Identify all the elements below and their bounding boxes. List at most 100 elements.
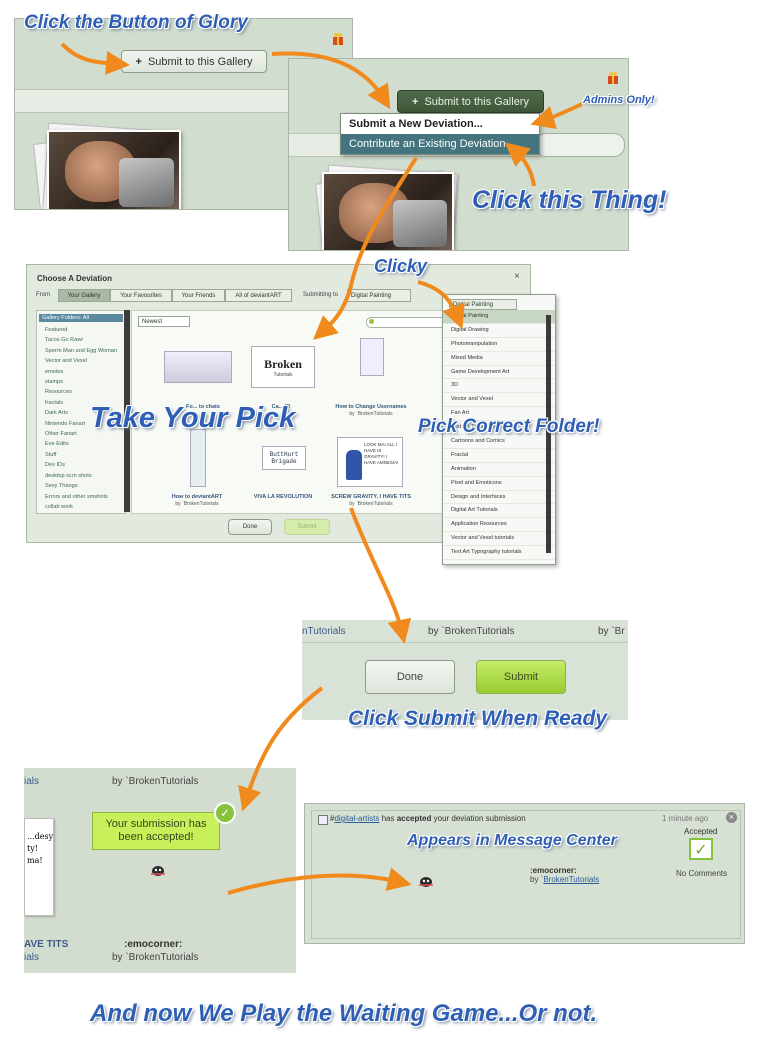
folder-item[interactable]: Eve Edits <box>45 441 69 448</box>
folder-option[interactable]: Cartoons and Comics <box>443 435 555 449</box>
close-icon[interactable]: × <box>514 271 520 282</box>
folder-option[interactable]: Text Art Typography tutorials <box>443 546 555 561</box>
folder-option[interactable]: Digital Painting <box>443 310 555 324</box>
dropdown-scrollbar[interactable] <box>546 315 551 553</box>
gift-icon[interactable] <box>332 32 344 46</box>
deviation-thumbnail-photo[interactable] <box>47 130 181 209</box>
thumb-how-to-deviantart[interactable] <box>190 429 206 487</box>
plus-icon: + <box>135 55 142 68</box>
caption-click-this-thing: Click this Thing! <box>472 186 667 214</box>
item-title[interactable]: Ca... ID <box>271 404 291 410</box>
folder-option[interactable]: Fan Art <box>443 407 555 422</box>
folder-item[interactable]: Sexy Thangs <box>45 483 78 490</box>
folder-item[interactable]: Other Fanart <box>45 431 77 438</box>
folder-item[interactable]: Nintendo Fanart <box>45 420 86 427</box>
group-link[interactable]: digital-artists <box>334 814 380 823</box>
dialog-scrollbar[interactable] <box>124 310 130 512</box>
item-title[interactable]: How to deviantART <box>171 494 223 500</box>
folder-option[interactable]: Pixel and Emoticons <box>443 477 555 491</box>
folder-item[interactable]: Tacos Go Rawr <box>45 337 84 344</box>
item-by[interactable]: by `BrokenTutorials <box>175 501 219 507</box>
user-link[interactable]: BrokenTutorials <box>543 875 600 884</box>
folder-option[interactable]: Vector and Vexel tutorials <box>443 532 555 547</box>
tab-your-gallery[interactable]: Your Gallery <box>58 289 110 302</box>
bug-icon <box>148 862 168 878</box>
thumb-broken-tutorials[interactable]: Broken Tutorials <box>251 346 315 388</box>
done-button[interactable]: Done <box>365 660 455 694</box>
gravity-text: LOOK MA! ALL I HAVE IS GRAVITY! I HAVE A… <box>364 442 399 465</box>
accepted-panel: ials by `BrokenTutorials ...desy ty! ma!… <box>24 768 296 973</box>
folder-option[interactable]: Digital Drawing <box>443 324 555 338</box>
from-label: From <box>36 292 50 298</box>
item-title[interactable]: Fo... to chats <box>186 404 220 410</box>
thumb-screenshot[interactable] <box>164 351 232 383</box>
deviation-grid: Newest Broken Tutorials How to Change Us… <box>131 310 463 514</box>
folder-option[interactable]: Fractal <box>443 449 555 463</box>
folder-item[interactable]: fractals <box>45 399 64 406</box>
by-partial-left: nTutorials <box>302 626 346 637</box>
folder-item[interactable]: collab work <box>45 503 73 510</box>
folder-option[interactable]: Application Resources <box>443 518 555 533</box>
folder-item[interactable]: Resources <box>45 389 72 396</box>
folder-item[interactable]: Dark Arts <box>45 410 69 417</box>
item-title[interactable]: SCREW GRAVITY, I HAVE TITS <box>331 494 411 500</box>
done-button[interactable]: Done <box>228 519 272 535</box>
item-title[interactable]: How to Change Usernames <box>335 404 407 410</box>
deviation-thumbnail-photo[interactable] <box>322 172 454 250</box>
menu-item-contribute-existing[interactable]: Contribute an Existing Deviation... <box>341 134 539 154</box>
deviation-by[interactable]: by `BrokenTutorials <box>112 952 199 963</box>
accepted-label: Accepted <box>684 827 718 836</box>
submitting-to-select[interactable]: Digital Painting <box>347 289 411 302</box>
close-icon[interactable]: × <box>726 812 737 823</box>
folder-item[interactable]: Dev IDs <box>45 462 65 469</box>
folder-option[interactable]: Animation <box>443 463 555 477</box>
check-icon: ✓ <box>214 802 236 824</box>
thumb-screw-gravity[interactable]: LOOK MA! ALL I HAVE IS GRAVITY! I HAVE A… <box>337 437 403 487</box>
folder-option[interactable]: Game Development Art <box>443 366 555 380</box>
folder-item[interactable]: emotes <box>45 368 64 375</box>
bug-icon <box>416 873 436 889</box>
deviation-title[interactable]: :emocorner: <box>530 866 577 875</box>
submit-to-gallery-button-active[interactable]: + Submit to this Gallery <box>397 90 544 113</box>
folder-item[interactable]: Stuff <box>45 451 57 458</box>
thumb-butthurt[interactable]: ButtHurt Brigade <box>262 446 306 470</box>
submit-to-gallery-button[interactable]: + Submit to this Gallery <box>121 50 267 73</box>
gift-icon[interactable] <box>607 71 619 85</box>
folder-item[interactable]: Featured <box>45 327 68 333</box>
item-title[interactable]: VIVA LA REVOLUTION <box>253 494 313 500</box>
item-by[interactable]: by `BrokenTutorials <box>349 501 393 507</box>
folder-item[interactable]: Sperm Man and Egg Woman <box>45 347 118 354</box>
folder-dropdown-select[interactable]: Digital Painting <box>449 299 517 310</box>
folder-item[interactable]: stamps <box>45 379 64 386</box>
folders-header[interactable]: Gallery Folders: All <box>39 314 123 322</box>
folder-option[interactable]: Photomanipulation <box>443 338 555 352</box>
submit-button-disabled[interactable]: Submit <box>284 519 330 535</box>
caption-click-submit: Click Submit When Ready <box>348 707 608 730</box>
tab-all-deviantart[interactable]: All of deviantART <box>225 289 292 302</box>
tab-your-favourites[interactable]: Your Favourites <box>110 289 172 302</box>
notice-rest: your deviation submission <box>431 814 526 823</box>
submitting-to-label: Submitting to <box>303 292 339 298</box>
accepted-toast: Your submission has been accepted! <box>92 812 220 850</box>
sort-select[interactable]: Newest <box>138 316 190 327</box>
folder-option[interactable]: Digital Art Tutorials <box>443 504 555 519</box>
folder-option[interactable]: Text Art Typography <box>443 421 555 436</box>
folder-option[interactable]: Mixed Media <box>443 352 555 366</box>
tab-your-friends[interactable]: Your Friends <box>172 289 225 302</box>
notice-has: has <box>379 814 397 823</box>
caption-waiting-game: And now We Play the Waiting Game...Or no… <box>90 1000 598 1027</box>
notice-time: 1 minute ago <box>662 814 709 823</box>
partial-thumbnail: ...desy ty! ma! <box>24 818 54 916</box>
folder-item[interactable]: Vector and Vexel <box>45 358 87 365</box>
folder-option[interactable]: Vector and Vexel <box>443 393 555 408</box>
thumb-usernames[interactable] <box>360 338 384 376</box>
folder-item[interactable]: Errors and other smshots <box>45 493 108 500</box>
deviation-title[interactable]: :emocorner: <box>124 939 183 950</box>
submit-button[interactable]: Submit <box>476 660 566 694</box>
menu-item-submit-new[interactable]: Submit a New Deviation... <box>349 118 483 130</box>
folder-option[interactable]: Design and Interfaces <box>443 491 555 505</box>
item-by[interactable]: by `BrokenTutorials <box>349 411 393 417</box>
folder-option[interactable]: 3D <box>443 379 555 394</box>
folder-item[interactable]: desktop scrn shots <box>45 472 92 479</box>
divider <box>302 642 628 643</box>
